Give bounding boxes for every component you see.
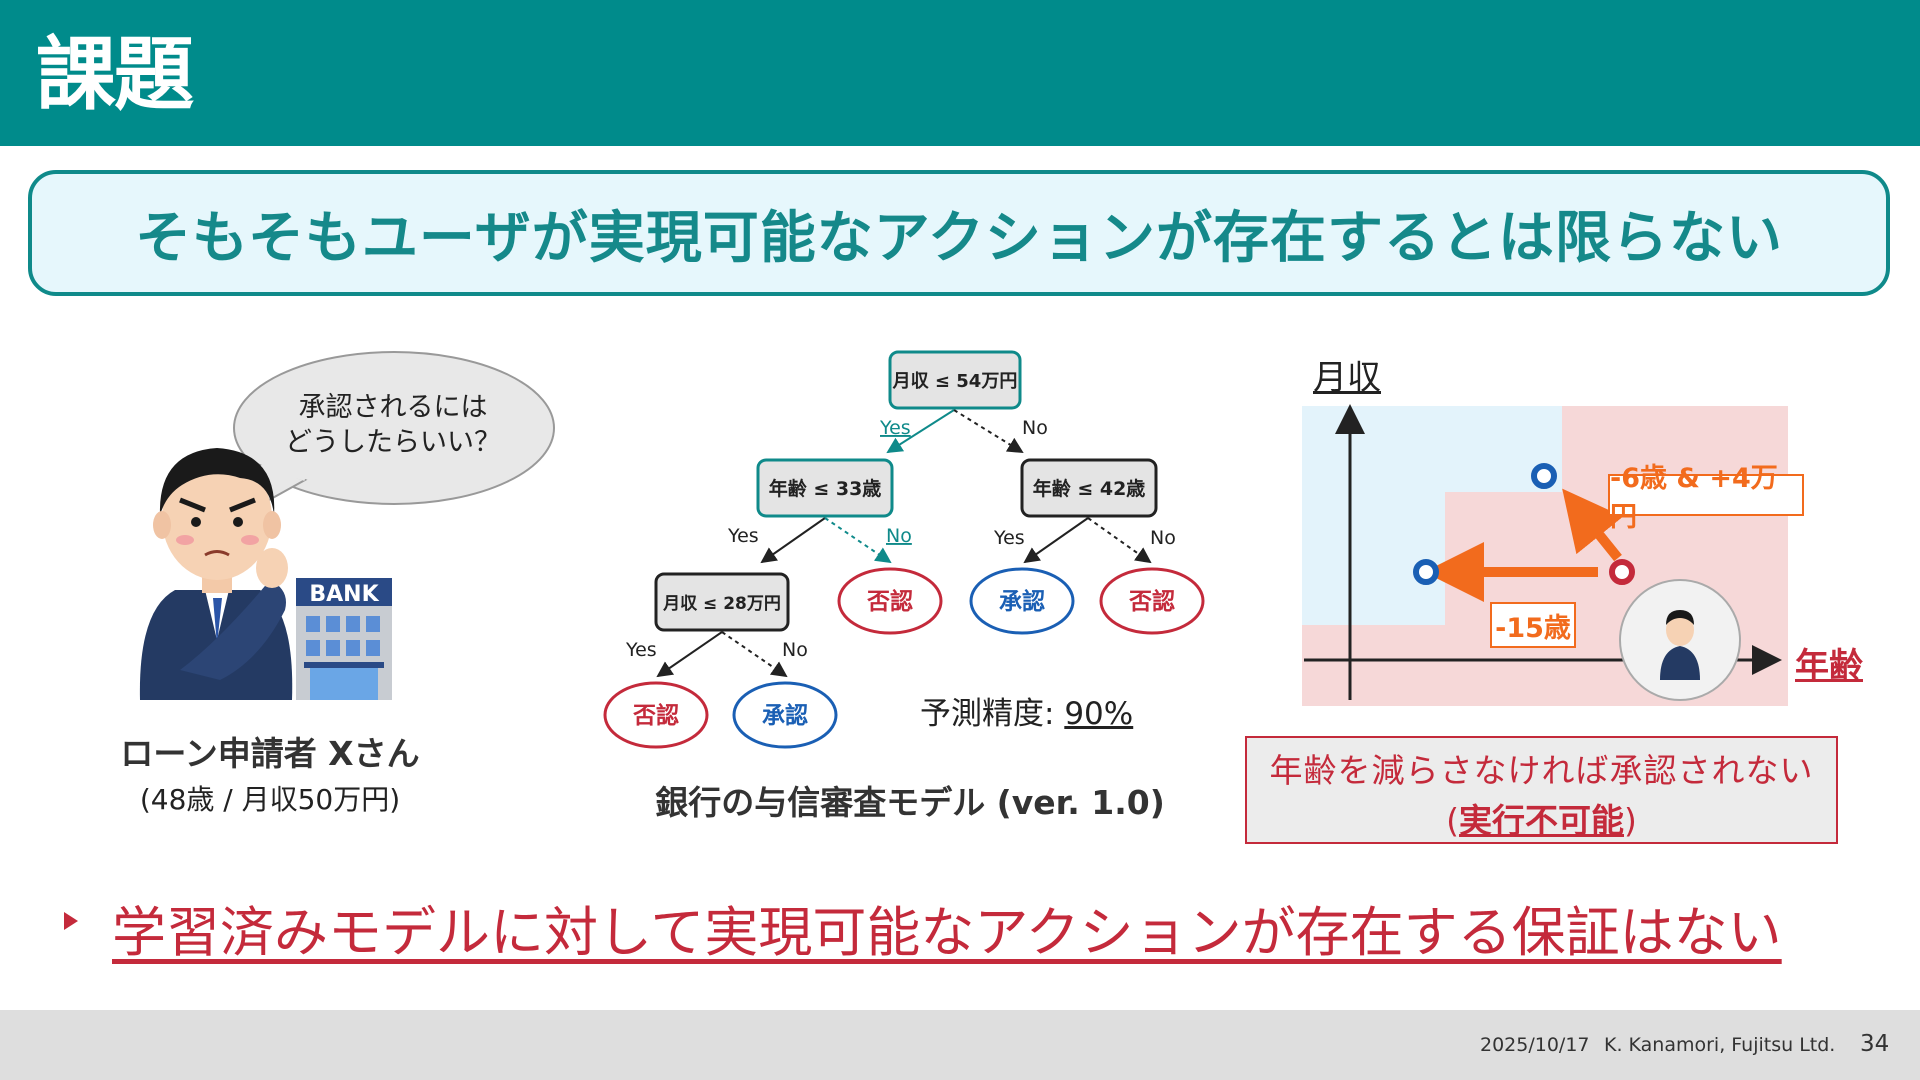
edge-left-no: [824, 517, 892, 564]
plot-x-label: 年齢: [1795, 646, 1863, 686]
accuracy-label: 予測精度:: [920, 696, 1065, 732]
edge-ll-no: [721, 631, 788, 678]
prediction-accuracy: 予測精度: 90%: [920, 688, 1133, 733]
leaf-lll-label: 否認: [632, 702, 679, 729]
applicant-illustration: BANK: [139, 351, 555, 700]
footer-author: K. Kanamori, Fujitsu Ltd.: [1604, 1034, 1836, 1056]
action-arrow-both: [1562, 488, 1624, 562]
tree-right-label: 年齢 ≤ 42歳: [1033, 477, 1146, 500]
action-label-age: -15歳: [1490, 602, 1576, 648]
page-number: 34: [1860, 1031, 1890, 1057]
slide-footer: [0, 1010, 1920, 1080]
leaf-llr: [732, 681, 838, 749]
conclusion-line-1: 年齢を減らさなければ承認されない: [1269, 751, 1814, 790]
edge-label-yes-right: Yes: [993, 527, 1025, 549]
model-title: 銀行の与信審査モデル (ver. 1.0): [655, 783, 1165, 822]
footer-date: 2025/10/17: [1480, 1034, 1590, 1056]
thinking-person-bubble: [1619, 579, 1741, 701]
leaf-lr-label: 否認: [866, 588, 913, 615]
edge-right-no: [1087, 517, 1152, 564]
applicant-name: ローン申請者 Xさん: [120, 734, 420, 773]
tree-left-node: [756, 458, 894, 518]
edge-label-no-ll: No: [782, 639, 808, 661]
edge-left-yes: [760, 517, 826, 564]
edge-label-no-left: No: [886, 525, 912, 547]
bullet-marker-icon: [64, 912, 78, 930]
leaf-llr-label: 承認: [762, 702, 808, 729]
edge-root-yes: [886, 409, 955, 454]
speech-bubble-text: 承認されるには どうしたらいい？: [268, 390, 518, 460]
accuracy-value: 90%: [1064, 696, 1134, 732]
key-takeaway: 学習済みモデルに対して実現可能なアクションが存在する保証はない: [112, 901, 1782, 964]
conclusion-line-2: (実行不可能): [1247, 794, 1836, 842]
feature-space-plot: [1302, 404, 1788, 706]
leaf-rr: [1099, 567, 1205, 635]
edge-label-yes-root: Yes: [879, 417, 911, 439]
action-label-both: -6歳 & +4万円: [1608, 463, 1804, 533]
leaf-rl-label: 承認: [999, 588, 1045, 615]
speech-line-2: どうしたらいい？: [285, 427, 501, 458]
edge-label-yes-ll: Yes: [625, 639, 657, 661]
conclusion-paren-close: ): [1624, 801, 1637, 840]
counterfactual-point-both: [1531, 463, 1557, 489]
edge-label-no-root: No: [1022, 417, 1048, 439]
lead-statement-box: そもそもユーザが実現可能なアクションが存在するとは限らない: [28, 170, 1890, 296]
leaf-rr-label: 否認: [1128, 588, 1175, 615]
edge-label-yes-left: Yes: [727, 525, 759, 547]
edge-label-no-right: No: [1150, 527, 1176, 549]
speech-line-1: 承認されるには: [298, 392, 488, 423]
tree-ll-label: 月収 ≤ 28万円: [662, 594, 781, 614]
leaf-rl: [969, 567, 1075, 635]
tree-root-node: [888, 350, 1022, 410]
tree-right-node: [1020, 458, 1158, 518]
slide-header: 課題: [0, 0, 1920, 146]
conclusion-emphasis: 実行不可能: [1459, 801, 1624, 840]
slide-title: 課題: [36, 28, 194, 121]
speech-bubble: [233, 351, 555, 507]
tree-left-label: 年齢 ≤ 33歳: [769, 477, 882, 500]
lead-statement: そもそもユーザが実現可能なアクションが存在するとは限らない: [135, 205, 1783, 271]
edge-ll-yes: [656, 631, 723, 678]
tree-ll-node: [654, 572, 790, 632]
conclusion-box: 年齢を減らさなければ承認されない (実行不可能): [1245, 736, 1838, 844]
tree-root-label: 月収 ≤ 54万円: [892, 371, 1018, 392]
applicant-point: [1609, 559, 1635, 585]
edge-root-no: [953, 409, 1024, 454]
bank-sign: BANK: [309, 582, 379, 607]
person-thinking-icon: [139, 448, 293, 700]
applicant-info: (48歳 / 月収50万円): [139, 783, 401, 816]
edge-right-yes: [1023, 517, 1089, 564]
plot-y-label: 月収: [1313, 358, 1381, 398]
bank-building-icon: BANK: [296, 578, 392, 700]
decision-tree-diagram: Yes No Yes No Yes No Yes No 月収 ≤ 54万円 年齢…: [603, 350, 1205, 749]
leaf-lr: [837, 567, 943, 635]
approve-region: [1302, 406, 1562, 625]
counterfactual-point-age: [1413, 559, 1439, 585]
leaf-lll: [603, 681, 709, 749]
conclusion-paren-open: (: [1446, 801, 1459, 840]
